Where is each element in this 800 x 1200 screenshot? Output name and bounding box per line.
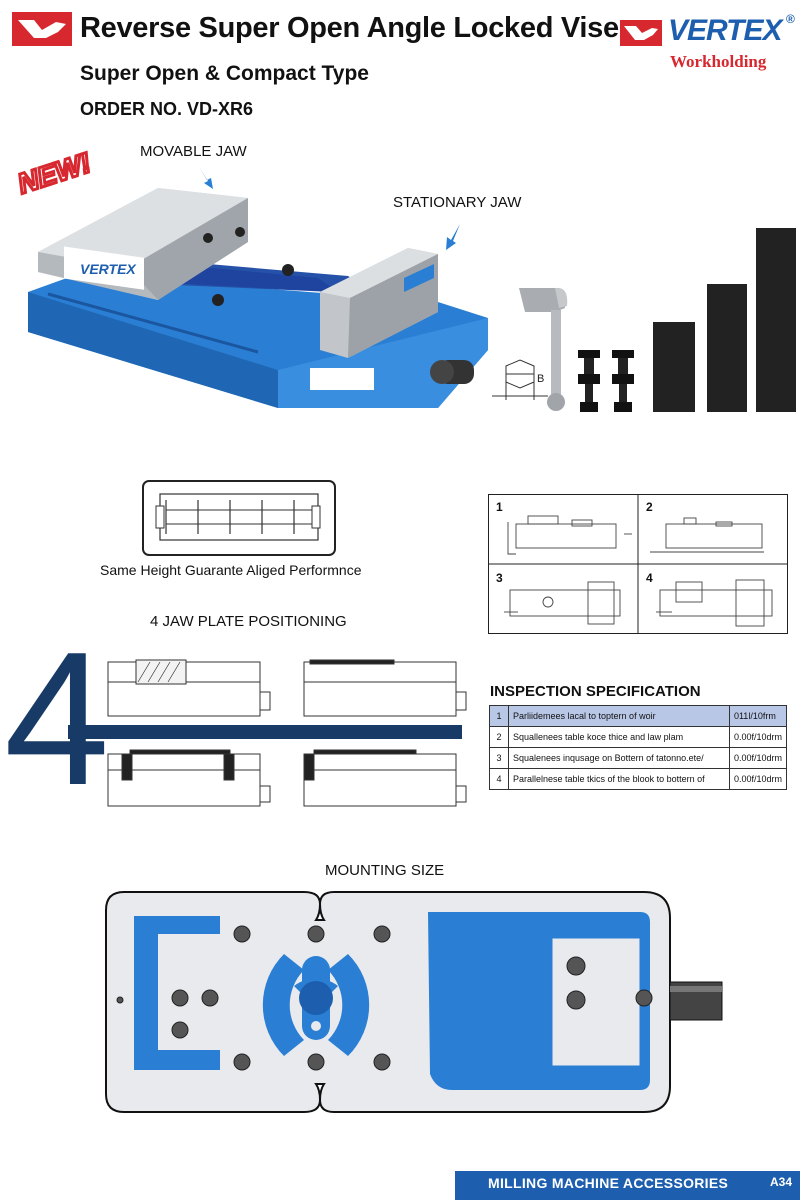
table-row: 4 Parallelnese table tkics of the blook … — [489, 768, 788, 790]
parallel-blocks-icon — [653, 228, 796, 412]
brand-subtitle: Workholding — [670, 52, 767, 71]
setup-steps-grid — [488, 494, 788, 634]
step-4-number: 4 — [646, 571, 653, 585]
jaw-positioning-diagrams — [107, 659, 467, 807]
footer-title: MILLING MACHINE ACCESSORIES — [488, 1175, 729, 1191]
same-height-caption: Same Height Guarante Aliged Performnce — [100, 562, 362, 578]
inspection-row-number: 3 — [489, 747, 509, 769]
stationary-jaw-arrow-icon — [446, 224, 460, 250]
inspection-row-text: Squallenees table koce thice and law pla… — [508, 726, 730, 748]
mounting-size-diagram — [105, 891, 723, 1113]
inspection-row-text: Squalenees inqusage on Bottern of tatonn… — [508, 747, 730, 769]
big-four-number: 4 — [4, 622, 110, 792]
same-height-diagram — [142, 480, 336, 556]
big-four-glyph: 4 — [4, 622, 110, 792]
inspection-table: 1 Parliidemees lacal to toptern of woir … — [489, 705, 788, 790]
dimension-label: B — [537, 373, 544, 385]
table-row: 1 Parliidemees lacal to toptern of woir … — [489, 705, 788, 727]
order-number: ORDER NO. VD-XR6 — [80, 99, 254, 119]
inspection-row-text: Parliidemees lacal to toptern of woir — [508, 705, 730, 727]
inspection-row-value: 0.00f/10drm — [728, 726, 788, 748]
brand-registered-mark: ® — [786, 12, 795, 26]
vertex-logo-icon — [12, 12, 72, 46]
inspection-row-number: 2 — [489, 726, 509, 748]
inspection-row-value: 0.00f/10drm — [728, 768, 788, 790]
table-row: 3 Squalenees inqusage on Bottern of tato… — [489, 747, 788, 769]
inspection-row-number: 1 — [489, 705, 509, 727]
movable-jaw-label: MOVABLE JAW — [140, 143, 247, 160]
mounting-title: MOUNTING SIZE — [325, 862, 445, 879]
new-badge: NEW! — [12, 145, 96, 198]
inspection-row-text: Parallelnese table tkics of the blook to… — [508, 768, 730, 790]
vise-badge — [64, 246, 144, 290]
table-row: 2 Squallenees table koce thice and law p… — [489, 726, 788, 748]
positioning-divider-bar — [68, 725, 462, 739]
positioning-title: 4 JAW PLATE POSITIONING — [150, 613, 347, 630]
stationary-jaw-label: STATIONARY JAW — [393, 194, 522, 211]
t-bolt-icon — [578, 350, 634, 412]
inspection-row-value: 011l/10frm — [728, 705, 788, 727]
page-number: A34 — [770, 1175, 793, 1189]
page-title: Reverse Super Open Angle Locked Vise — [80, 12, 619, 44]
hex-dimension-icon: B — [492, 359, 548, 400]
inspection-row-value: 0.00f/10drm — [728, 747, 788, 769]
brand-name: VERTEX — [668, 14, 782, 47]
inspection-row-number: 4 — [489, 768, 509, 790]
vise-side-badge — [310, 368, 374, 390]
step-3-number: 3 — [496, 571, 503, 585]
inspection-title: INSPECTION SPECIFICATION — [490, 683, 701, 700]
movable-jaw-arrow-icon — [199, 167, 213, 189]
page-subtitle: Super Open & Compact Type — [80, 62, 369, 85]
footer-bar — [455, 1171, 800, 1200]
vise-badge-text: VERTEX — [80, 261, 137, 277]
step-1-number: 1 — [496, 500, 503, 514]
vise-illustration: VERTEX — [28, 188, 488, 408]
step-2-number: 2 — [646, 500, 653, 514]
brand-logo-icon — [620, 20, 662, 46]
wrench-handle-icon — [519, 287, 568, 411]
